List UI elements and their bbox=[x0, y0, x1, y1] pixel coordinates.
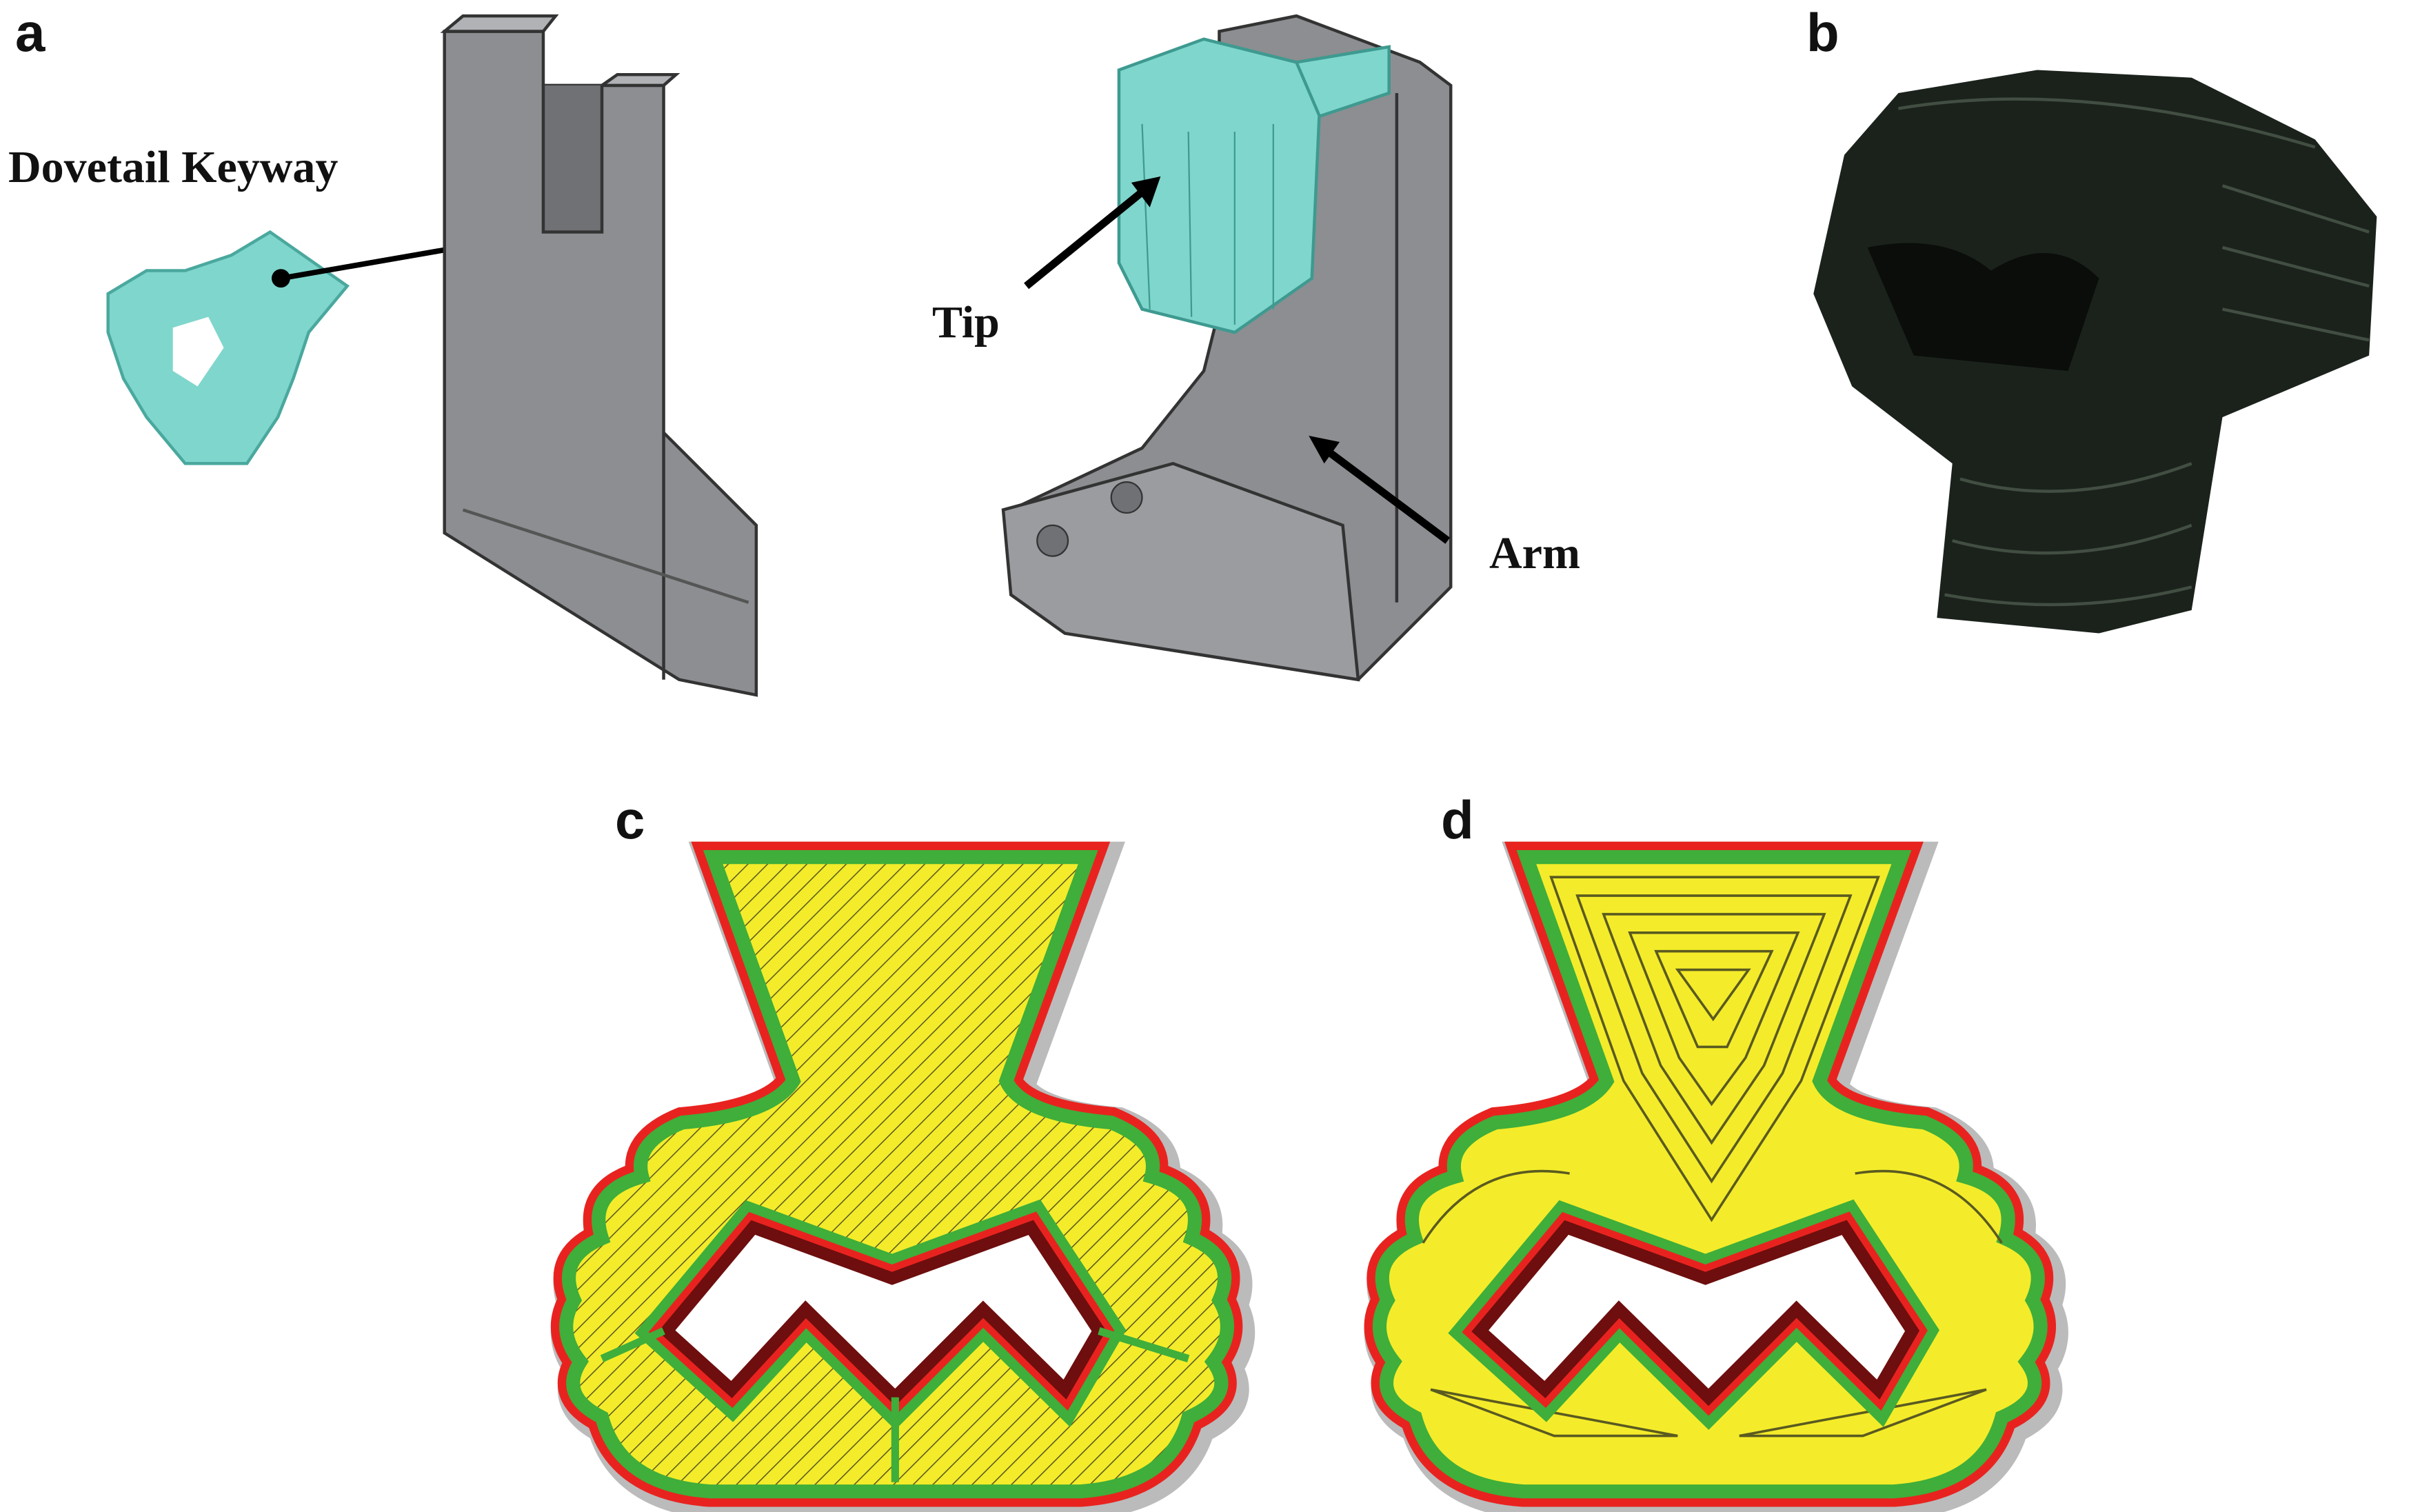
panel-label-c: c bbox=[615, 789, 645, 850]
toolpath-linear-infill bbox=[566, 857, 1233, 1498]
panel-label-d: d bbox=[1441, 789, 1474, 850]
panel-label-b: b bbox=[1806, 2, 1839, 63]
gripper-arm-part-right bbox=[1001, 14, 1453, 682]
printed-part-photo bbox=[1813, 70, 2377, 634]
callout-arm: Arm bbox=[1489, 528, 1580, 578]
callout-dovetail-keyway: Dovetail Keyway bbox=[8, 142, 339, 192]
panel-label-a: a bbox=[15, 2, 46, 63]
toolpath-concentric-infill bbox=[1380, 857, 2047, 1498]
gripper-arm-part-left bbox=[440, 14, 758, 697]
callout-tip: Tip bbox=[932, 297, 1000, 347]
